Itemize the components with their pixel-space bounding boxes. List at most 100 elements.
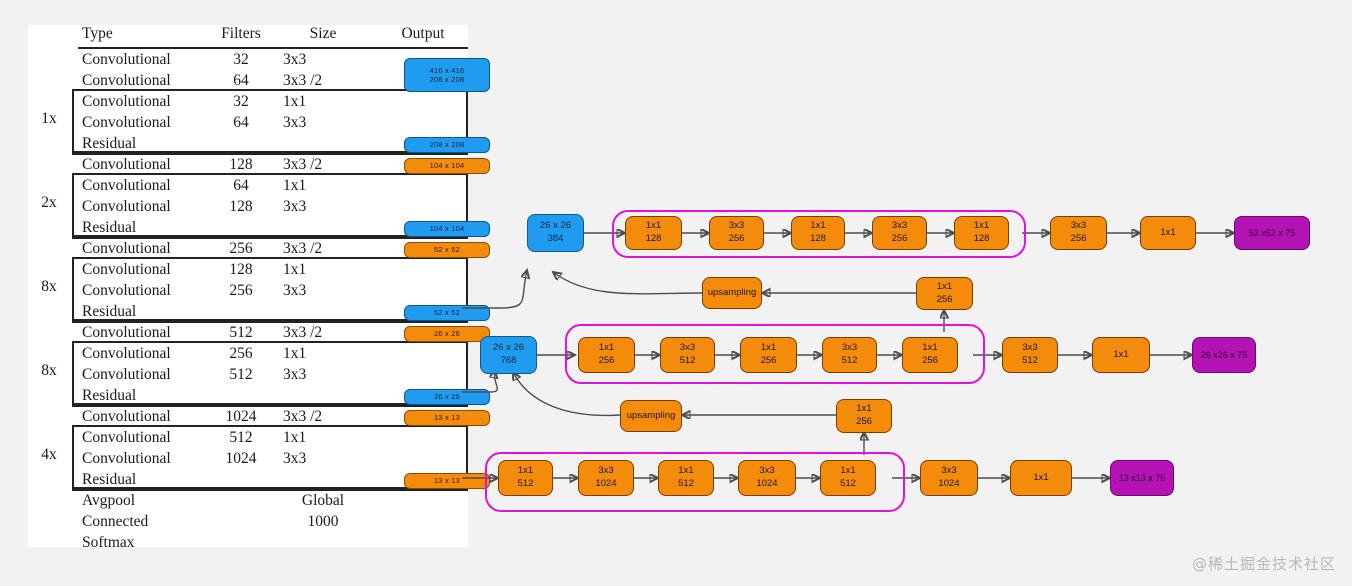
repeat-block [72,425,468,489]
cell-filters: 32 [233,93,249,110]
cell-type: Convolutional [82,324,171,341]
node-line-1: 1x1 [856,403,872,415]
node-line-1: 1x1 [840,465,856,477]
chip-line: 208 x 208 [429,140,465,150]
cell-filters: 256 [229,240,253,257]
chip-line: 26 x 26 [433,392,460,402]
cell-type: Residual [82,219,137,236]
node-line-1: upsampling [707,286,757,298]
cell-type: Residual [82,303,137,320]
node-line-2: 256 [922,355,938,366]
cell-size: 3x3 [283,114,307,131]
cell-size: 3x3 /2 [283,156,323,173]
cell-type: Convolutional [82,177,171,194]
cell-type: Convolutional [82,345,171,362]
cell-type: Convolutional [82,240,171,257]
chip-line: 104 x 104 [429,161,465,171]
node-line-2: 512 [678,478,694,489]
output-chip: 104 x 104 [404,221,490,237]
conv-set-group-13 [485,452,905,512]
conv-tail-26-1[interactable]: 1x1 [1092,337,1150,373]
node-line-2: 256 [760,355,777,366]
node-line-2: 256 [1070,233,1087,244]
cell-size: 1000 [307,513,339,530]
repeat-block [72,173,468,237]
node-line-1: 3x3 [728,220,745,232]
output-chip: 52 x 52 [404,305,490,321]
repeat-block [72,89,468,153]
cell-filters: 64 [233,72,249,89]
upsampling-node-26[interactable]: upsampling [620,400,682,432]
repeat-multiplier: 4x [41,446,57,463]
row-separator [72,405,468,407]
cell-size: 3x3 /2 [283,72,323,89]
cell-filters: 128 [229,198,253,215]
cell-type: Convolutional [82,114,171,131]
node-line-1: 3x3 [679,342,696,354]
row-separator [72,321,468,323]
cell-size: 3x3 /2 [283,324,323,341]
node-line-2: 1024 [595,478,617,489]
repeat-multiplier: 8x [41,362,57,379]
upsampling-node-52[interactable]: upsampling [702,277,762,309]
cell-size: 1x1 [283,345,307,362]
watermark: @稀土掘金技术社区 [1191,555,1336,573]
node-line-2: 128 [810,233,826,244]
chip-line: 13 x 13 [433,413,460,423]
cell-size: Global [301,492,345,509]
table-header-0: Type [82,25,113,42]
detection-output-13[interactable]: 13 x13 x 75 [1110,460,1174,496]
node-line-2: 256 [598,355,615,366]
detection-output-26[interactable]: 26 x26 x 75 [1192,337,1256,373]
node-line-2: 128 [645,233,662,244]
node-line-2: 256 [728,233,745,244]
node-line-2: 256 [856,416,872,427]
conv-tail-52-1[interactable]: 1x1 [1140,216,1196,250]
node-line-1: upsampling [626,409,676,421]
node-line-1: 1x1 [517,465,534,477]
cell-filters: 512 [229,366,253,383]
node-line-1: 26 x 26 [539,220,572,232]
node-line-2: 384 [547,233,564,244]
table-header-1: Filters [221,25,261,42]
node-line-2: 1024 [938,478,960,489]
cell-type: Avgpool [82,492,136,509]
node-line-1: 1x1 [760,342,777,354]
detection-output-52[interactable]: 52 x52 x 75 [1234,216,1310,250]
node-line-1: 1x1 [645,220,662,232]
chip-line: 13 x 13 [433,476,460,486]
cell-filters: 1024 [225,408,257,425]
cell-filters: 128 [229,156,253,173]
conv-set-group-52 [612,210,1026,258]
cell-size: 3x3 /2 [283,408,323,425]
cell-type: Convolutional [82,261,171,278]
conv-tail-13-1[interactable]: 1x1 [1010,460,1072,496]
header-rule [78,47,468,49]
node-line-1: 3x3 [941,465,957,477]
node-line-1: 1x1 [1160,226,1176,238]
repeat-multiplier: 1x [41,110,57,127]
